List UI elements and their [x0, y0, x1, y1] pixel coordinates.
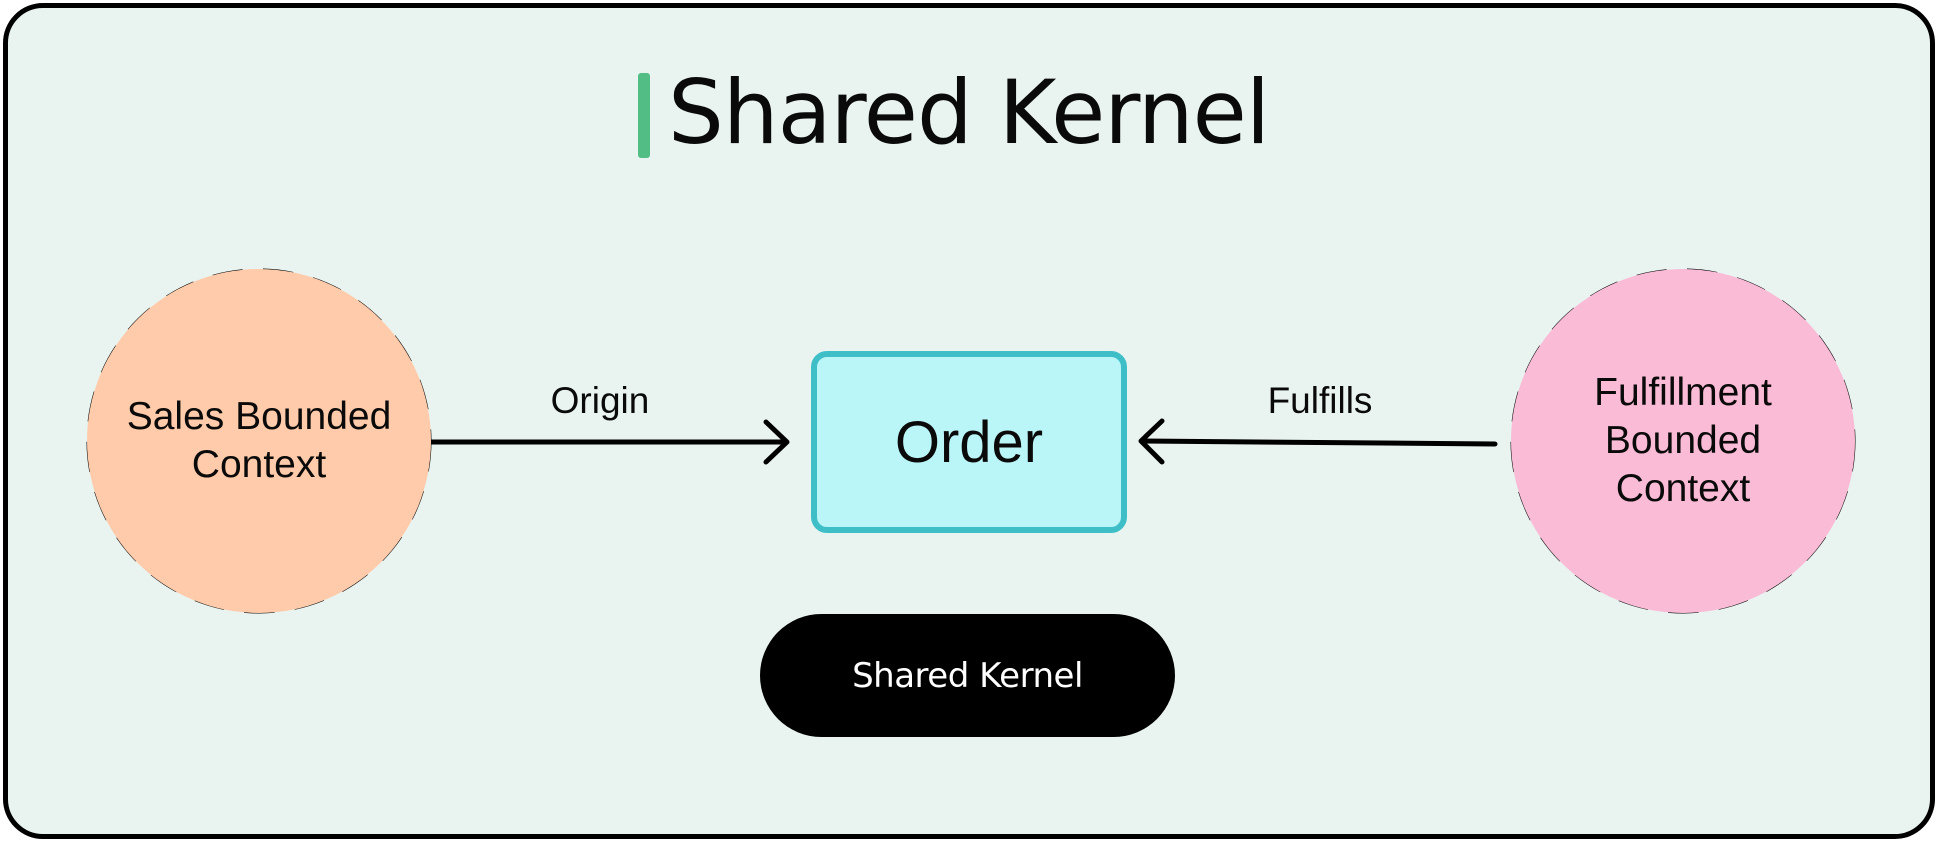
shared-kernel-badge[interactable]: Shared Kernel — [760, 614, 1175, 737]
sales-context-label-line-1: Sales Bounded — [126, 395, 392, 438]
fulfills-edge-label: Fulfills — [1267, 380, 1373, 421]
fulfillment-context-label-line-3: Context — [1615, 467, 1751, 510]
title-accent-bar — [638, 73, 650, 158]
page-title: Shared Kernel — [668, 61, 1270, 164]
fulfills-arrow — [1138, 418, 1498, 465]
sales-context-label-line-2: Context — [191, 443, 327, 486]
fulfillment-context-label-line-2: Bounded — [1604, 419, 1762, 462]
origin-arrow — [428, 419, 790, 465]
fulfillment-context-label-line-1: Fulfillment — [1594, 371, 1772, 414]
shared-kernel-badge-label: Shared Kernel — [852, 655, 1083, 696]
fulfillment-bounded-context[interactable]: Fulfillment Bounded Context — [1511, 269, 1855, 613]
sales-bounded-context[interactable]: Sales Bounded Context — [87, 269, 431, 613]
order-entity-box[interactable]: Order — [811, 351, 1127, 533]
origin-edge-label: Origin — [550, 380, 650, 421]
order-entity-label: Order — [894, 409, 1044, 475]
